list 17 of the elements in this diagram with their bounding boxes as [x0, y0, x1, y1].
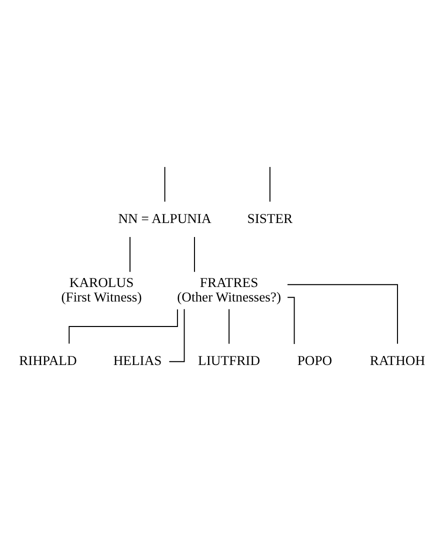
node-text: POPO — [297, 352, 332, 368]
connector — [164, 166, 166, 202]
node-text: NN = ALPUNIA — [118, 210, 212, 226]
node-text: HELIAS — [113, 352, 162, 368]
node-text: RIHPALD — [19, 352, 77, 368]
connector — [168, 308, 185, 362]
connector — [228, 308, 230, 344]
node-text: SISTER — [247, 210, 293, 226]
node-text: LIUTFRID — [198, 352, 260, 368]
connector — [68, 308, 178, 344]
connector — [269, 166, 270, 202]
node-text: KAROLUS (First Witness) — [61, 274, 142, 304]
node-text: FRATRES (Other Witnesses?) — [177, 274, 282, 304]
node-text: RATHOH — [370, 352, 426, 368]
connector — [287, 296, 295, 344]
connector — [194, 236, 195, 272]
connector — [287, 284, 398, 344]
